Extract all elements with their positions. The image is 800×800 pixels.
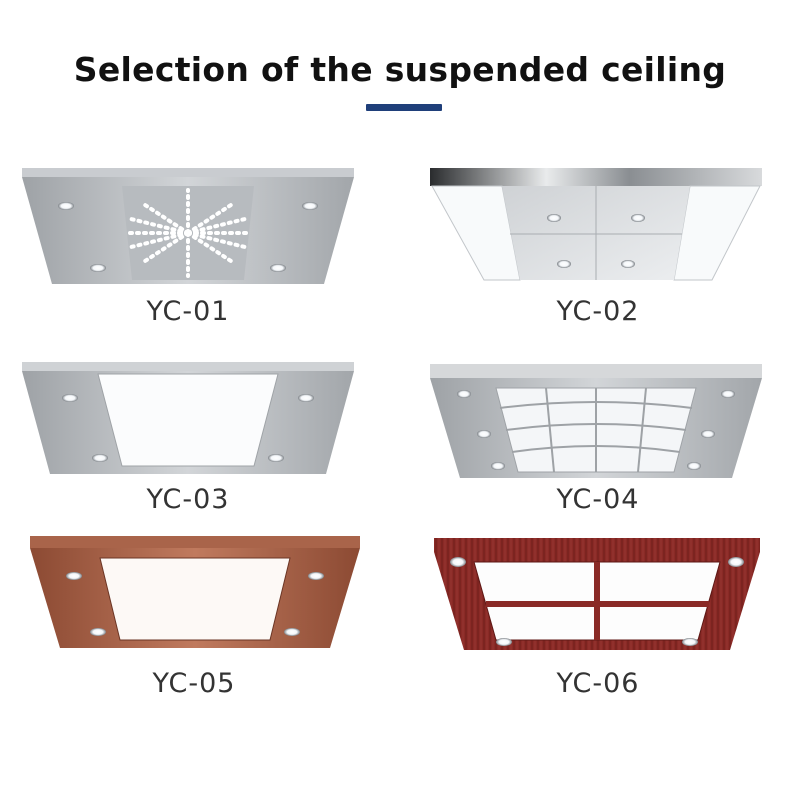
ceiling-yc-01-label: YC-01: [146, 296, 230, 327]
ceiling-yc-02[interactable]: [430, 168, 762, 284]
ceiling-yc-05-label: YC-05: [152, 668, 236, 699]
ceiling-yc-02-image: [430, 168, 762, 281]
ceiling-yc-01-image: [22, 168, 354, 284]
ceiling-yc-04[interactable]: [430, 364, 762, 478]
ceiling-yc-06-image: [434, 538, 760, 650]
ceiling-yc-03-label: YC-03: [146, 484, 230, 515]
ceiling-yc-03-image: [22, 362, 354, 474]
ceiling-yc-05[interactable]: [30, 536, 360, 648]
ceiling-yc-03[interactable]: [22, 362, 354, 474]
ceiling-yc-01[interactable]: [22, 168, 354, 284]
ceiling-yc-04-label: YC-04: [556, 484, 640, 515]
ceiling-yc-05-image: [30, 536, 360, 648]
ceiling-yc-02-label: YC-02: [556, 296, 640, 327]
ceiling-yc-04-image: [430, 364, 762, 478]
page-title: Selection of the suspended ceiling: [73, 50, 727, 89]
title-underline: [366, 104, 442, 111]
ceiling-yc-06[interactable]: [434, 538, 760, 650]
ceiling-yc-06-label: YC-06: [556, 668, 640, 699]
